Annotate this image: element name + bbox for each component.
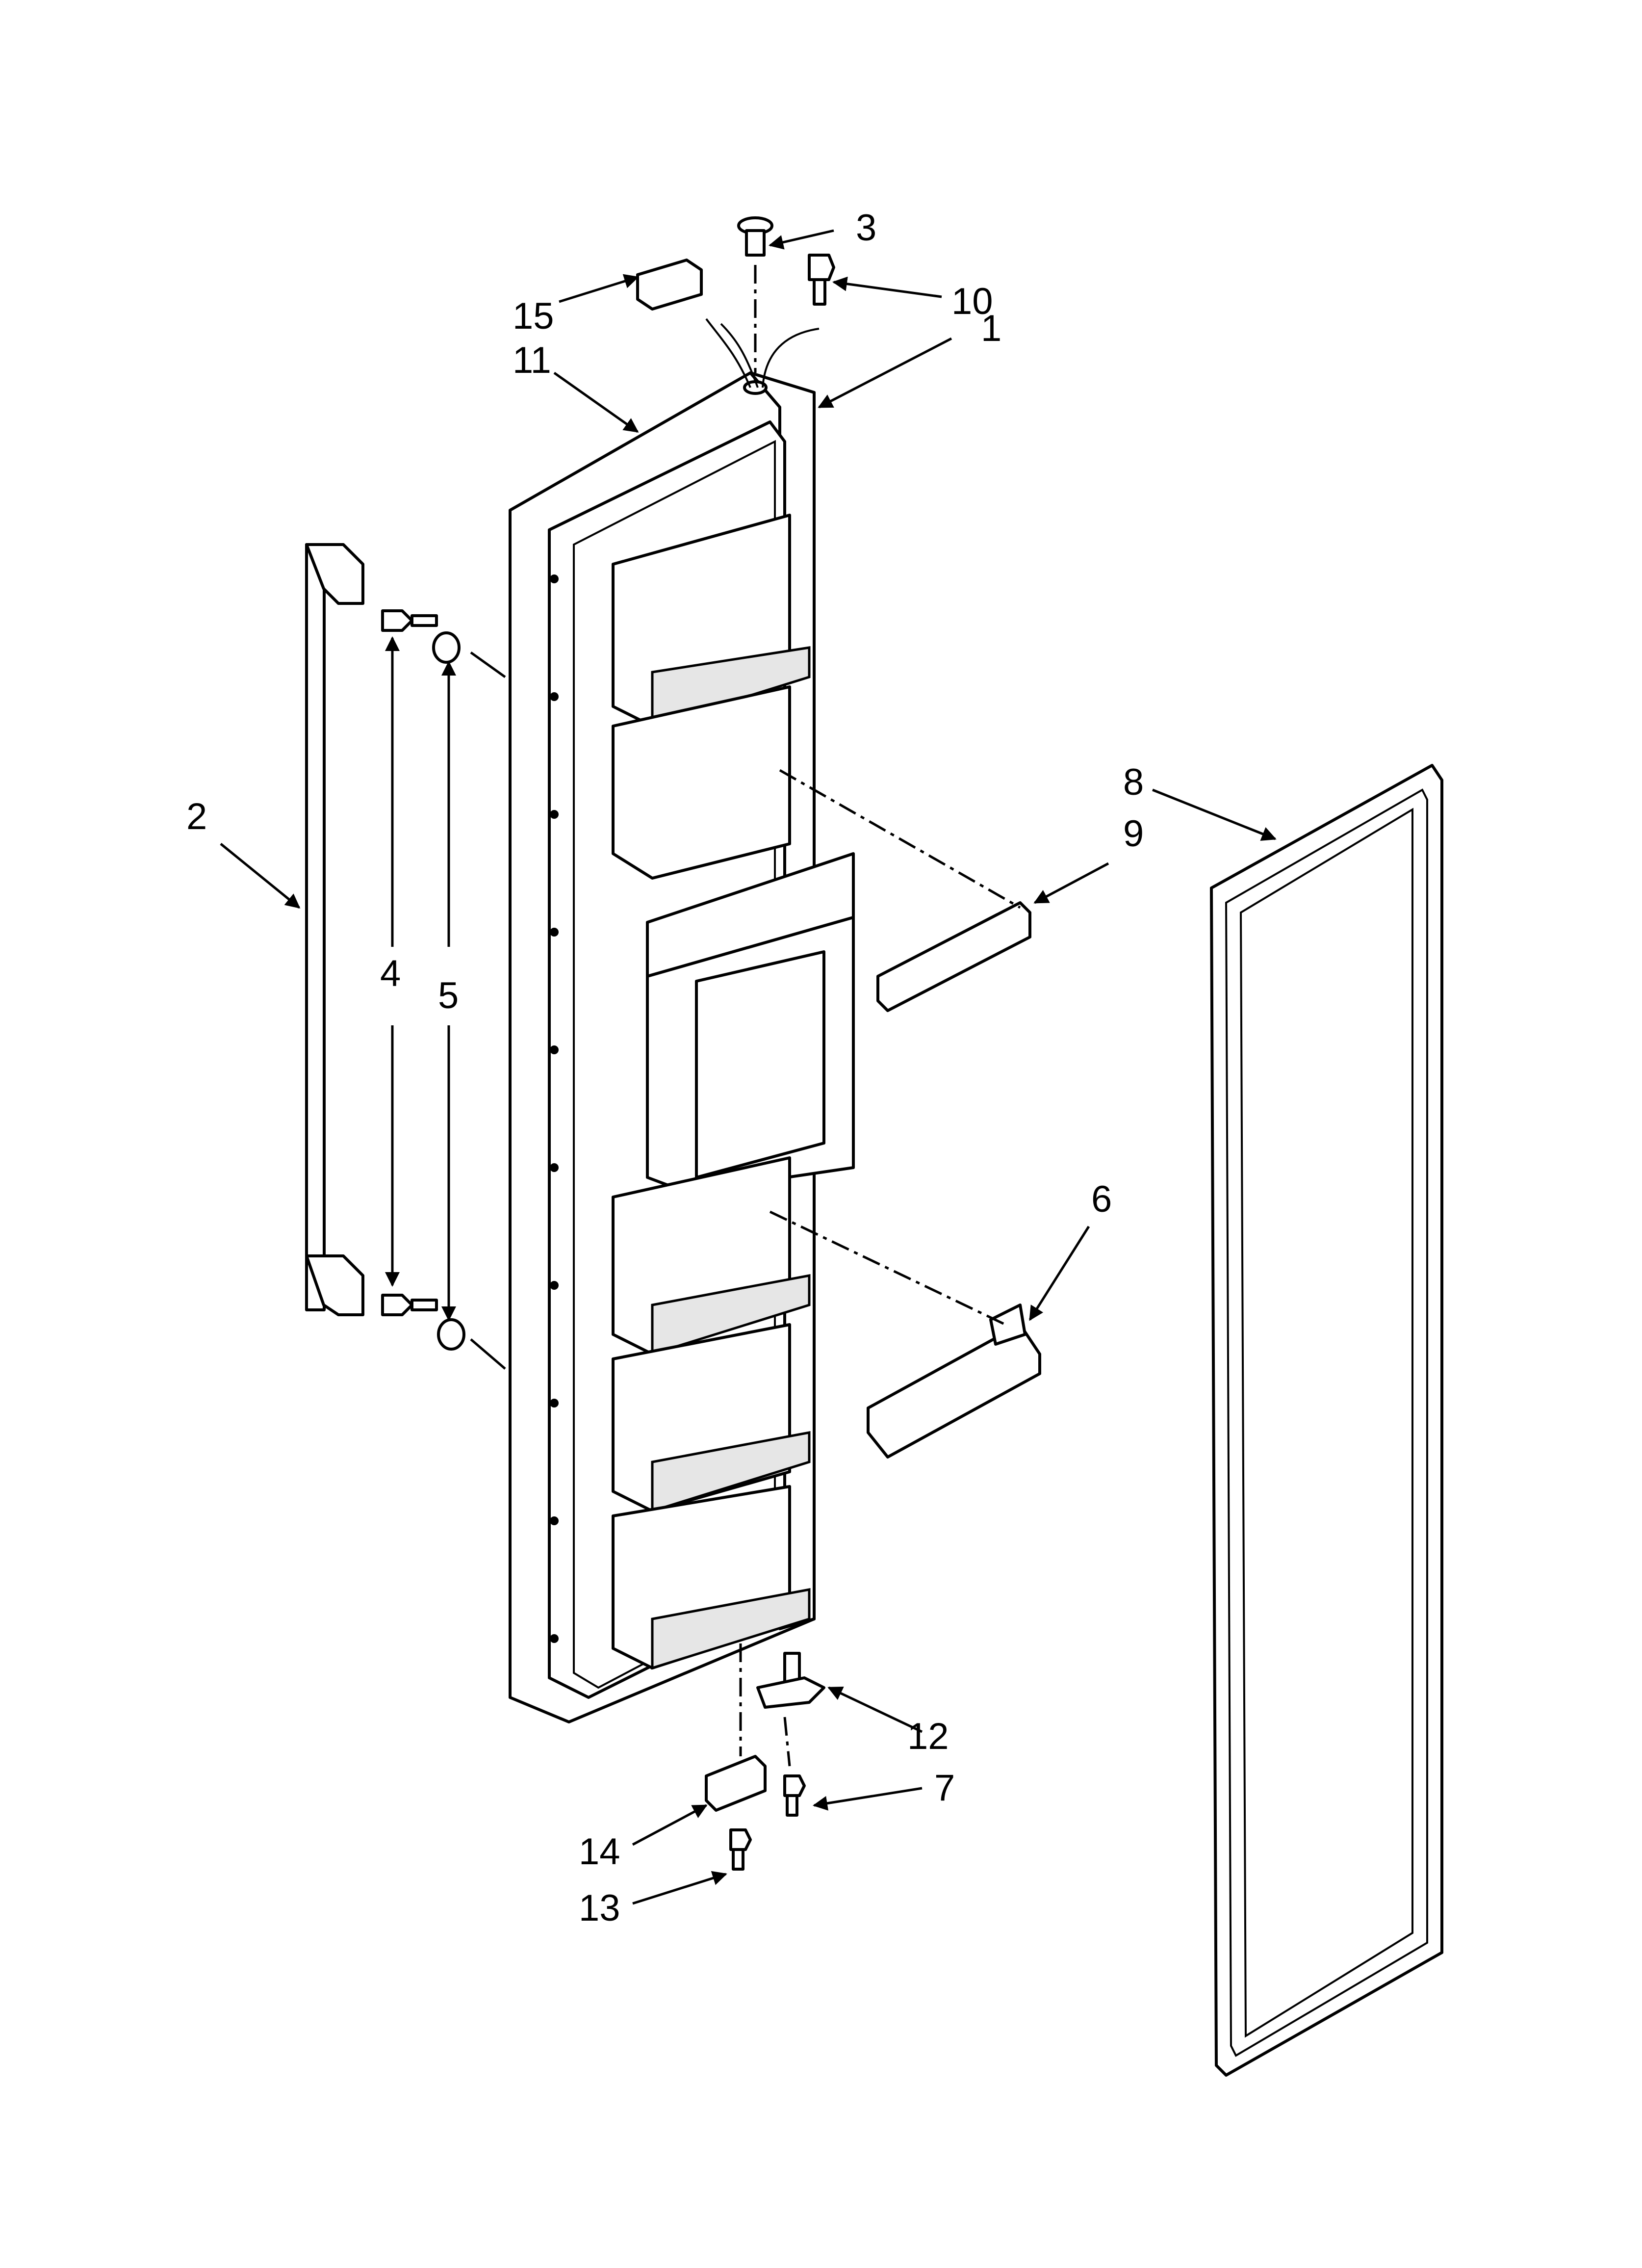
leader-lines xyxy=(220,229,1277,1905)
callout-9: 9 xyxy=(1123,813,1144,855)
callout-7: 7 xyxy=(934,1767,955,1809)
hinge-pin xyxy=(756,1652,825,1709)
door-handle xyxy=(305,543,364,1316)
door-gasket xyxy=(1210,764,1443,2077)
hinge-bracket xyxy=(705,1755,767,1812)
callout-4: 4 xyxy=(380,953,401,994)
callout-1: 1 xyxy=(981,308,1001,349)
dispenser-trim xyxy=(876,901,1031,1012)
callout-3: 3 xyxy=(856,207,876,249)
door-assembly xyxy=(509,318,855,1723)
callout-2: 2 xyxy=(186,796,207,837)
callout-6: 6 xyxy=(1091,1178,1112,1220)
handle-screws xyxy=(381,609,438,1316)
callout-14: 14 xyxy=(579,1831,620,1873)
callout-10: 10 xyxy=(951,281,993,322)
callout-8: 8 xyxy=(1123,761,1144,803)
screw-10 xyxy=(808,254,835,306)
callout-12: 12 xyxy=(907,1716,949,1757)
plug-button xyxy=(737,216,773,257)
door-screw-dots xyxy=(550,574,559,1643)
door-shelf-bin xyxy=(867,1303,1041,1459)
hinge-screw-13 xyxy=(729,1828,752,1871)
callout-5: 5 xyxy=(438,975,459,1017)
callout-11: 11 xyxy=(513,339,551,381)
callout-15: 15 xyxy=(513,295,554,337)
wire-connector xyxy=(636,259,703,311)
callout-13: 13 xyxy=(579,1887,620,1929)
handle-spacers xyxy=(432,631,465,1351)
wire-harness xyxy=(705,318,820,395)
callout-numbers: 1 2 3 4 5 6 7 8 9 10 11 12 13 14 15 xyxy=(186,207,1144,1929)
hinge-screw-7 xyxy=(783,1774,806,1817)
